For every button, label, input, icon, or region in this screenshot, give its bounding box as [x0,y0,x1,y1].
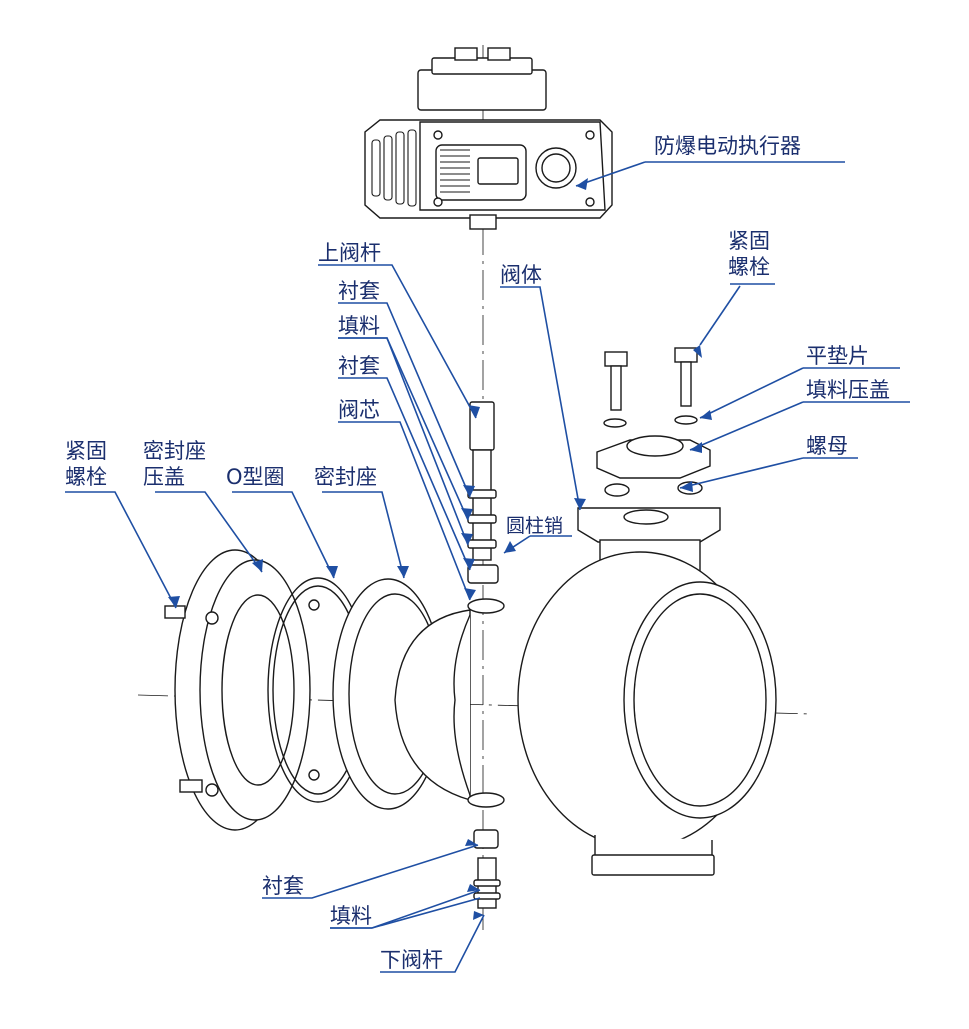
label-lower-stem: 下阀杆 [380,948,443,972]
leader-arrowheads [168,178,712,920]
label-packing-bottom: 填料 [330,904,372,928]
label-upper-stem: 上阀杆 [318,241,381,265]
label-cylinder-pin: 圆柱销 [506,515,564,537]
label-packing-gland: 填料压盖 [806,378,890,402]
label-packing-top: 填料 [338,314,380,338]
label-valve-body: 阀体 [500,263,542,287]
label-fastening-bolt-right-line2: 螺栓 [728,255,770,279]
label-seal-seat-gland-line2: 压盖 [143,465,185,489]
label-actuator: 防爆电动执行器 [654,134,801,158]
label-o-ring: O型圈 [226,465,285,489]
label-valve-core: 阀芯 [338,398,380,422]
gland-bolt-group [596,347,711,497]
leader-lines [65,161,910,973]
label-seal-seat-gland: 密封座 压盖 [143,438,206,490]
label-bushing-bottom: 衬套 [262,874,304,898]
explosion-proof-actuator [364,47,613,230]
label-bushing-top-2: 衬套 [338,354,380,378]
label-fastening-bolt-right: 紧固 螺栓 [728,228,770,280]
label-flat-washer: 平垫片 [806,344,869,368]
label-fastening-bolt-left-line2: 螺栓 [65,465,107,489]
valve-body [517,507,777,876]
label-fastening-bolt-left-line1: 紧固 [65,439,107,463]
label-seal-seat-gland-line1: 密封座 [143,439,206,463]
label-nut: 螺母 [806,434,848,458]
label-seal-seat: 密封座 [314,465,377,489]
valve-core [394,598,505,808]
label-fastening-bolt-right-line1: 紧固 [728,229,770,253]
upper-stem-assembly [467,401,499,584]
lower-stem-assembly [473,829,501,909]
label-fastening-bolt-left: 紧固 螺栓 [65,438,107,490]
label-bushing-top-1: 衬套 [338,279,380,303]
